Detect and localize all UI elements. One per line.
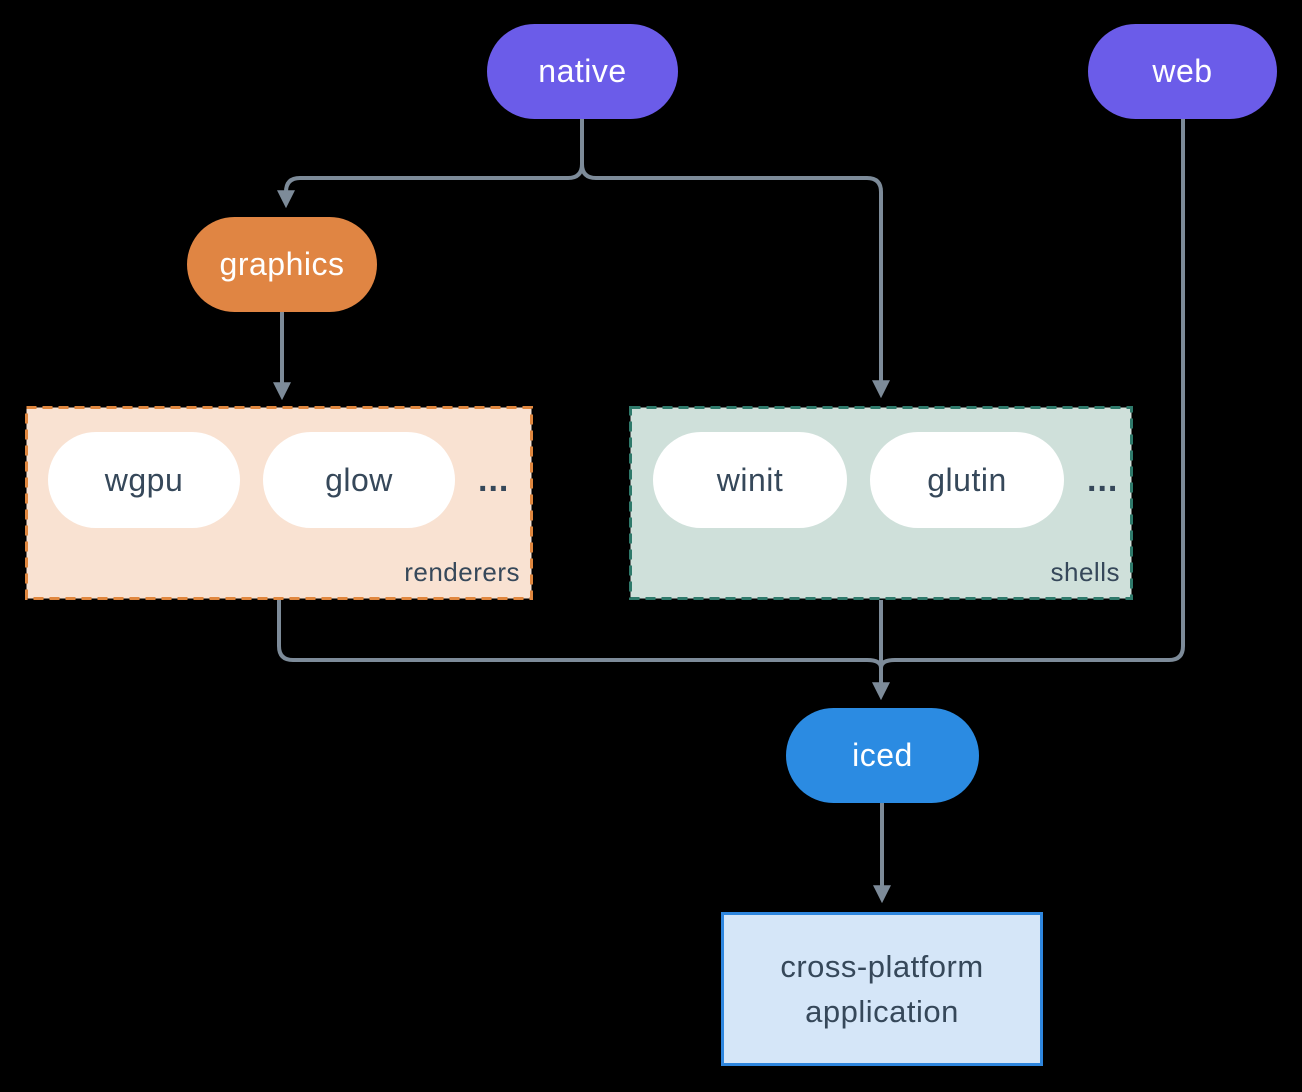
node-wgpu: wgpu xyxy=(48,432,240,528)
node-iced: iced xyxy=(786,708,979,803)
node-glutin: glutin xyxy=(870,432,1064,528)
application-label-line1: cross-platform xyxy=(780,949,984,984)
node-cross-platform-application: cross-platform application xyxy=(721,912,1043,1066)
node-graphics: graphics xyxy=(187,217,377,312)
edge-native-to-graphics xyxy=(277,119,584,209)
shells-group-label: shells xyxy=(1050,557,1120,587)
renderers-ellipsis: ... xyxy=(478,461,510,499)
edge-renderers-to-merge xyxy=(277,600,883,669)
application-label-line2: application xyxy=(805,994,959,1029)
edge-native-to-shells xyxy=(580,119,890,399)
group-renderers: wgpu glow ... renderers xyxy=(25,406,533,600)
node-winit: winit xyxy=(653,432,847,528)
shells-ellipsis: ... xyxy=(1087,461,1119,499)
shells-items-row: winit glutin ... xyxy=(629,432,1118,528)
renderers-items-row: wgpu glow ... xyxy=(25,432,509,528)
renderers-group-label: renderers xyxy=(404,557,520,587)
node-web: web xyxy=(1088,24,1277,119)
node-glow: glow xyxy=(263,432,455,528)
group-shells: winit glutin ... shells xyxy=(629,406,1133,600)
node-native: native xyxy=(487,24,678,119)
